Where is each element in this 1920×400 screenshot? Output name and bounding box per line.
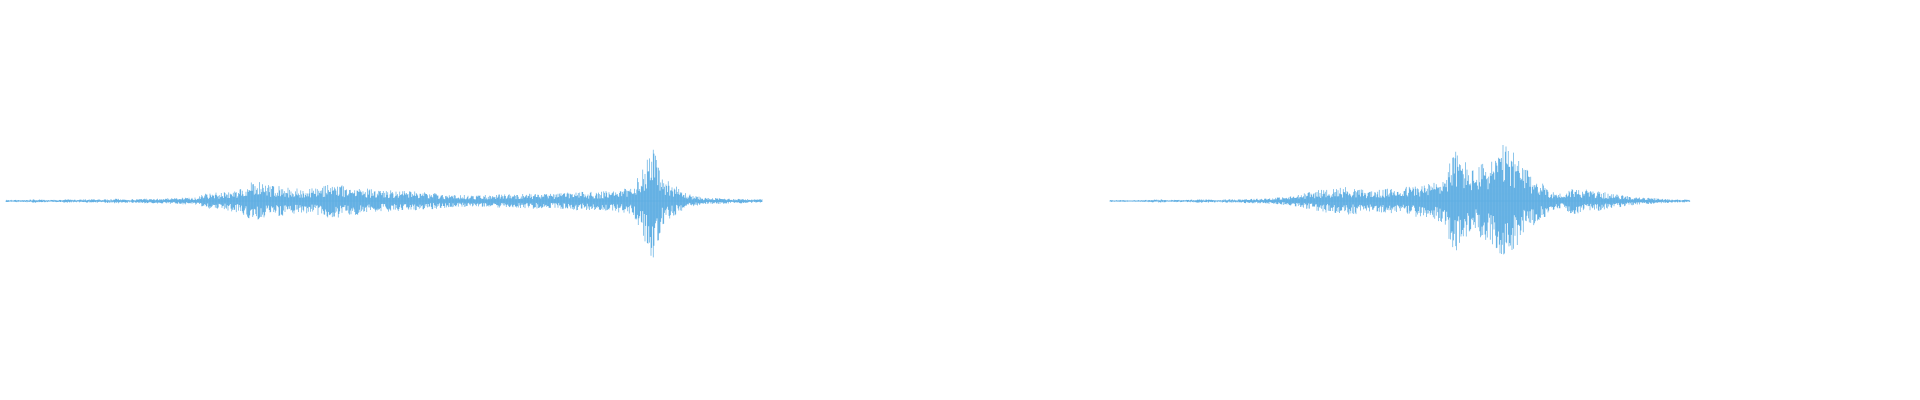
waveform-clip-2 [1109, 145, 1691, 255]
waveform-samples-1 [5, 149, 763, 258]
waveform-clip-1 [5, 149, 763, 258]
waveform-samples-2 [1109, 145, 1691, 255]
